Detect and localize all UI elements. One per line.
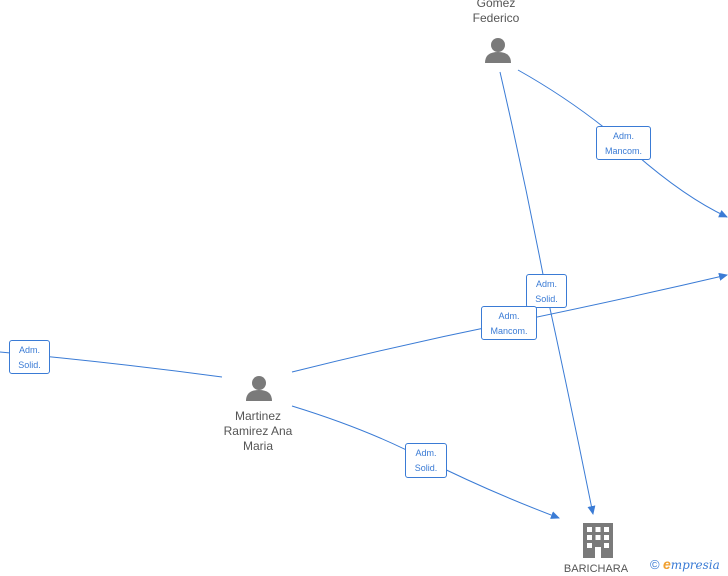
edge-label-line: Solid. xyxy=(414,463,438,473)
edge-label-adm-solid[interactable]: Adm. Solid. xyxy=(526,274,567,308)
edge-label-line: Mancom. xyxy=(490,326,528,336)
copyright-symbol: © xyxy=(650,557,660,572)
node-label-martinez[interactable]: Martinez Ramirez Ana Maria xyxy=(212,409,304,454)
edge-label-line: Adm. xyxy=(535,279,557,289)
edge-label-line: Solid. xyxy=(535,294,558,304)
edge-label-adm-solid[interactable]: Adm. Solid. xyxy=(405,443,447,478)
edge-label-line: Adm. xyxy=(612,131,634,141)
node-label-gomez[interactable]: Gomez Federico xyxy=(450,0,542,26)
edge-label-adm-solid[interactable]: Adm. Solid. xyxy=(9,340,50,374)
person-icon[interactable] xyxy=(246,376,272,401)
node-label-barichara[interactable]: BARICHARA xyxy=(552,563,640,576)
edge-label-line: Adm. xyxy=(415,448,437,458)
node-label-line: BARICHARA xyxy=(563,563,629,575)
node-label-line: Federico xyxy=(472,11,520,25)
person-icon[interactable] xyxy=(485,38,511,63)
building-icon[interactable] xyxy=(583,523,613,558)
edge-label-adm-mancom[interactable]: Adm. Mancom. xyxy=(481,306,537,340)
edge-label-line: Mancom. xyxy=(604,146,642,156)
node-label-line: Martinez xyxy=(234,409,281,423)
edge-label-line: Adm. xyxy=(18,345,40,355)
edge-label-line: Adm. xyxy=(498,311,520,321)
node-label-line: Ramirez Ana xyxy=(223,424,293,438)
edge-label-line: Solid. xyxy=(18,360,41,370)
node-label-line: Gomez xyxy=(476,0,516,10)
brand-logo-initial: e xyxy=(662,556,671,572)
node-label-line: Maria xyxy=(242,439,273,453)
empresia-watermark[interactable]: © empresia xyxy=(650,556,720,572)
edge-label-adm-mancom[interactable]: Adm. Mancom. xyxy=(596,126,651,160)
brand-logo-text: mpresia xyxy=(670,558,720,572)
